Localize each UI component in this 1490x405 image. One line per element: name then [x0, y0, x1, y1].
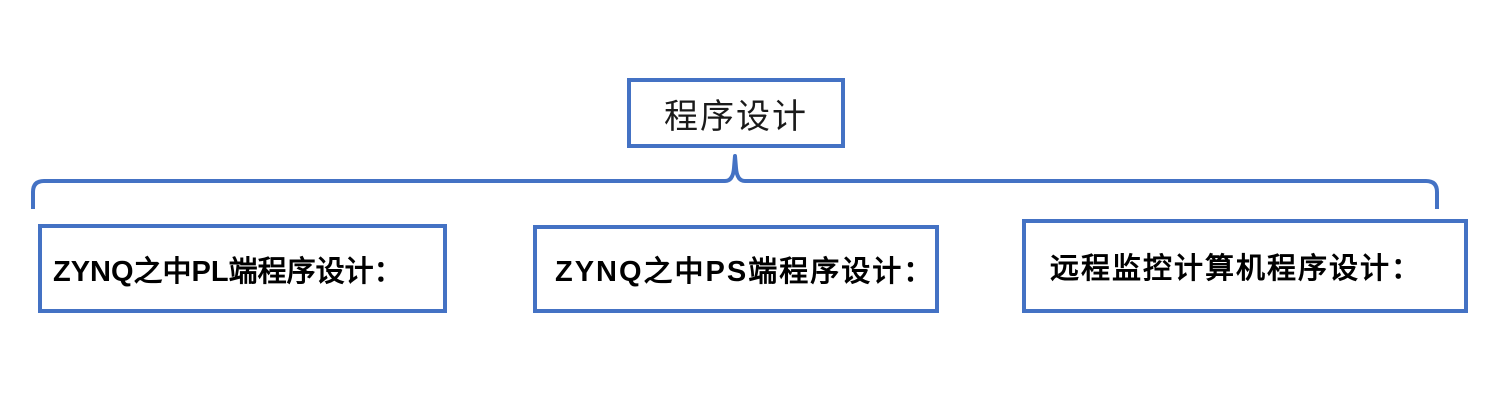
branch-box-pl: ZYNQ之中PL端程序设计：	[38, 224, 447, 313]
title-box: 程序设计	[627, 78, 845, 148]
branch-label-ps: ZYNQ之中PS端程序设计：	[555, 256, 935, 288]
branch-box-remote: 远程监控计算机程序设计：	[1022, 219, 1468, 313]
branch-label-remote: 远程监控计算机程序设计：	[1050, 253, 1423, 285]
branch-label-pl: ZYNQ之中PL端程序设计：	[53, 255, 403, 288]
branch-box-ps: ZYNQ之中PS端程序设计：	[533, 225, 939, 313]
title-label: 程序设计	[664, 97, 808, 136]
